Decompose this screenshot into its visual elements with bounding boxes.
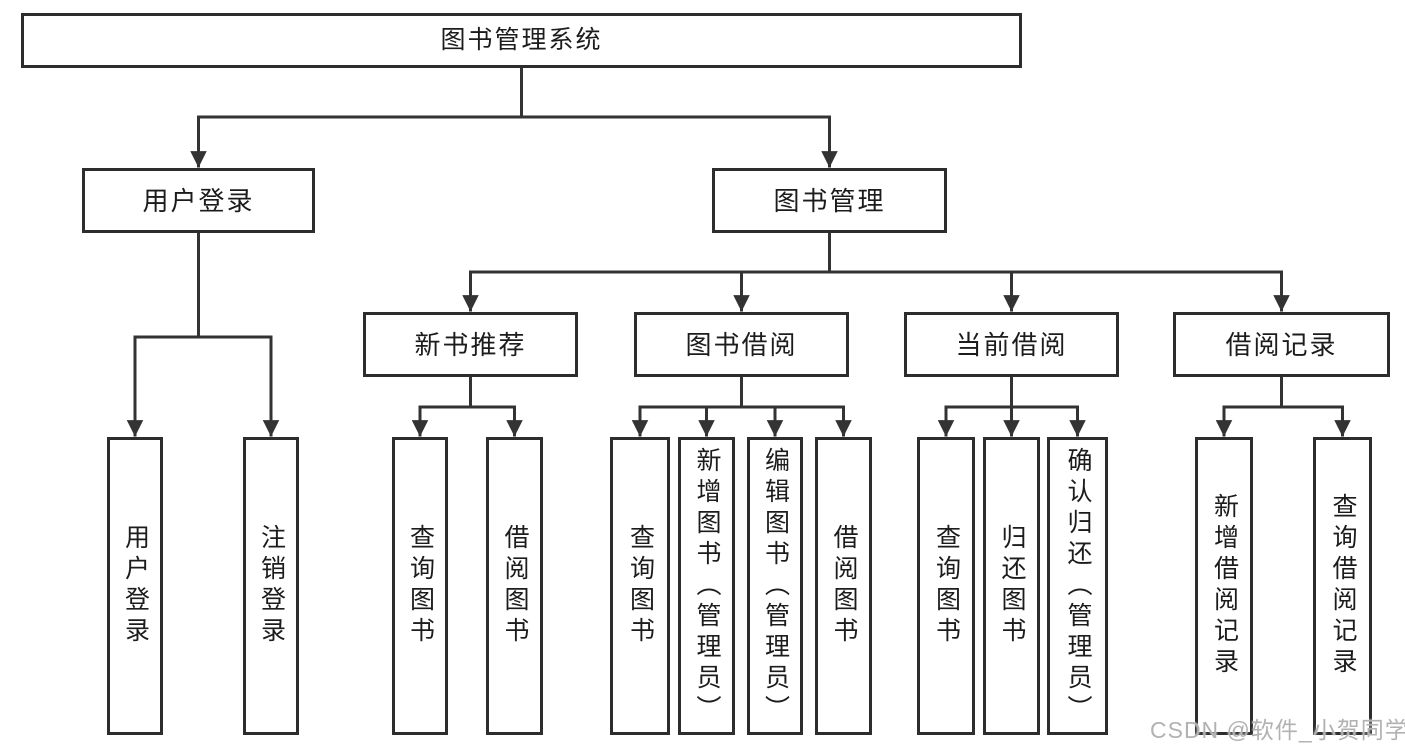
node-logout: 注销登录 bbox=[243, 437, 299, 735]
node-borrow-books: 借阅图书 bbox=[486, 437, 543, 735]
node-confirm-return-admin: 确认归还（管理员） bbox=[1047, 437, 1108, 735]
node-root-system: 图书管理系统 bbox=[21, 13, 1022, 68]
node-label: 借阅图书 bbox=[501, 524, 529, 648]
node-query-books: 查询图书 bbox=[392, 437, 448, 735]
node-edit-books-admin: 编辑图书（管理员） bbox=[747, 437, 803, 735]
node-user-login-branch: 用户登录 bbox=[82, 168, 315, 233]
node-label: 归还图书 bbox=[998, 524, 1026, 648]
node-add-borrow-record: 新增借阅记录 bbox=[1195, 437, 1253, 735]
node-label: 当前借阅 bbox=[955, 329, 1068, 360]
node-label: 确认归还（管理员） bbox=[1064, 446, 1092, 726]
node-query-books: 查询图书 bbox=[610, 437, 670, 735]
node-label: 新增图书（管理员） bbox=[693, 446, 721, 726]
node-label: 编辑图书（管理员） bbox=[761, 446, 790, 726]
connector-books-branch bbox=[462, 231, 1290, 312]
node-borrow-books: 借阅图书 bbox=[815, 437, 872, 735]
node-new-book-recommend: 新书推荐 bbox=[363, 312, 578, 377]
node-borrow-records: 借阅记录 bbox=[1173, 312, 1390, 377]
node-book-management: 图书管理 bbox=[712, 168, 947, 233]
node-label: 注销登录 bbox=[257, 524, 286, 648]
node-label: 借阅记录 bbox=[1225, 329, 1338, 360]
node-label: 图书管理 bbox=[773, 185, 886, 216]
connector-records-children bbox=[1215, 375, 1351, 437]
node-add-books-admin: 新增图书（管理员） bbox=[678, 437, 735, 735]
connector-current-children bbox=[937, 375, 1086, 437]
csdn-watermark: CSDN @软件_小贺同学 bbox=[1150, 717, 1405, 743]
node-label: 查询图书 bbox=[932, 524, 961, 648]
node-current-borrow: 当前借阅 bbox=[904, 312, 1119, 377]
node-label: 图书借阅 bbox=[685, 329, 798, 360]
node-query-borrow-record: 查询借阅记录 bbox=[1313, 437, 1372, 735]
connector-user-branch bbox=[126, 231, 280, 437]
node-user-login: 用户登录 bbox=[107, 437, 163, 735]
node-label: 图书管理系统 bbox=[440, 26, 603, 54]
node-query-books: 查询图书 bbox=[917, 437, 975, 735]
connector-root-to-level2 bbox=[190, 66, 838, 168]
node-label: 用户登录 bbox=[142, 185, 255, 216]
node-label: 新增借阅记录 bbox=[1210, 493, 1239, 679]
node-label: 新书推荐 bbox=[414, 329, 527, 360]
connector-recommend-children bbox=[411, 375, 523, 437]
node-label: 查询图书 bbox=[626, 524, 655, 648]
node-label: 查询借阅记录 bbox=[1329, 493, 1357, 679]
connector-borrow-children bbox=[631, 375, 852, 437]
node-book-borrow: 图书借阅 bbox=[634, 312, 849, 377]
node-label: 借阅图书 bbox=[830, 524, 858, 648]
node-return-books: 归还图书 bbox=[983, 437, 1040, 735]
node-label: 用户登录 bbox=[121, 524, 150, 648]
node-label: 查询图书 bbox=[406, 524, 435, 648]
